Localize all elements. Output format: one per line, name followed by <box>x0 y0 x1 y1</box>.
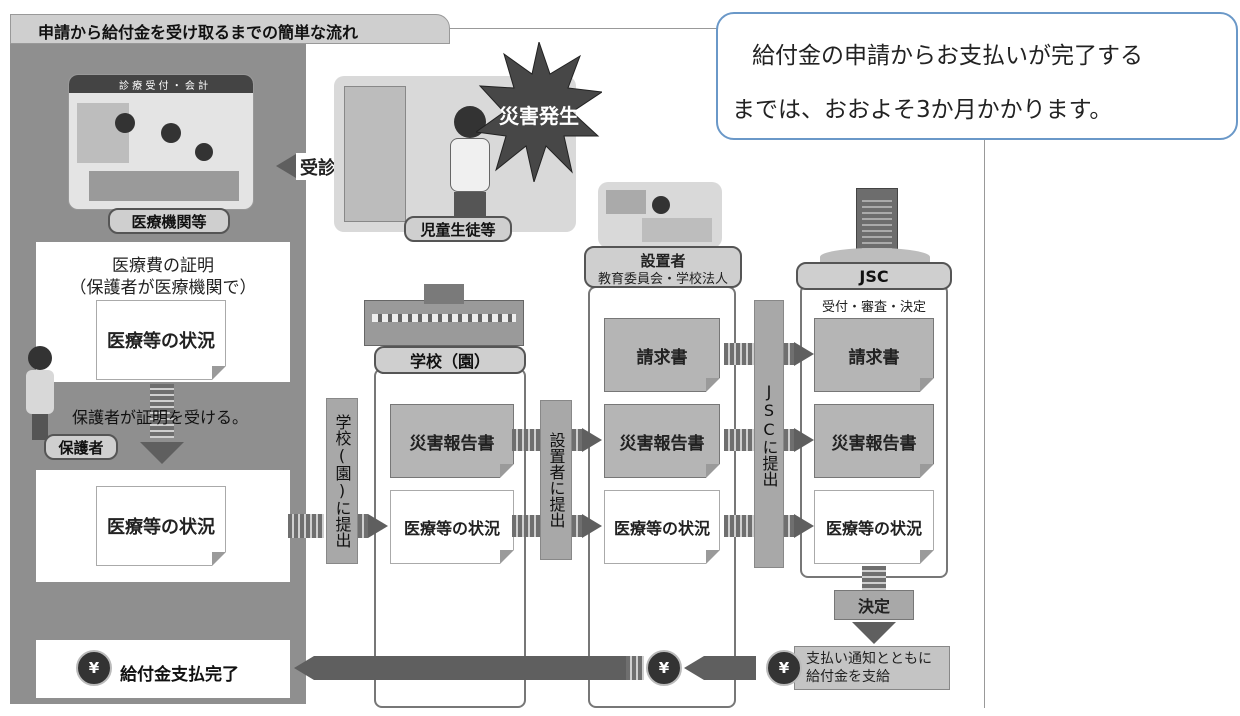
submit-to-school-label: 学校(園)に提出 <box>326 398 358 564</box>
guardian-down-arrow <box>140 442 184 464</box>
school-label: 学校（園） <box>374 346 526 374</box>
medical-status-doc-left: 医療等の状況 <box>96 486 226 566</box>
payment-stripes <box>626 656 644 680</box>
founder-office-illustration <box>598 182 722 248</box>
payment-arrow-body-left <box>314 656 626 680</box>
decision-down-arrow <box>852 622 896 644</box>
jsc-claim-doc: 請求書 <box>814 318 934 392</box>
school-building-illustration <box>344 284 544 346</box>
jsc-arrow-stripes-2 <box>784 429 794 451</box>
guardian-illustration <box>22 346 58 442</box>
founder-sublabel: 教育委員会・学校法人 <box>597 272 728 287</box>
jsc-label: JSC <box>796 262 952 290</box>
founder-arrow-stripes-2 <box>572 515 582 537</box>
jsc-in-arrow-icon-1 <box>794 342 814 366</box>
medical-reception-illustration: 診 療 受 付 ・ 会 計 <box>68 74 254 210</box>
founder-to-jsc-stripes-1 <box>724 343 754 365</box>
page-title: 申請から給付金を受け取るまでの簡単な流れ <box>38 23 359 42</box>
founder-to-jsc-stripes-3 <box>724 515 754 537</box>
school-to-founder-stripes-1 <box>512 429 540 451</box>
payment-arrow-body-right <box>704 656 756 680</box>
submit-to-jsc-label: JSCに提出 <box>754 300 784 568</box>
transfer-money-bag-icon: ¥ <box>646 650 682 686</box>
submit-to-founder-label: 設置者に提出 <box>540 400 572 560</box>
right-divider <box>984 28 985 708</box>
jsc-arrow-stripes-1 <box>784 343 794 365</box>
jsc-arrow-stripes-3 <box>784 515 794 537</box>
visit-label: 受診 <box>296 153 340 180</box>
founder-in-arrow-icon-2 <box>582 514 602 538</box>
payment-notice-box <box>794 646 950 690</box>
proof-subtitle: （保護者が医療機関で） <box>69 278 257 298</box>
founder-header <box>584 246 742 288</box>
founder-arrow-stripes-1 <box>572 429 582 451</box>
founder-label: 設置者 <box>640 252 686 270</box>
school-medical-status-doc: 医療等の状況 <box>390 490 514 564</box>
jsc-building-illustration <box>820 188 930 266</box>
payment-notice-line-2: 給付金を支給 <box>806 669 890 685</box>
school-to-founder-stripes-2 <box>512 515 540 537</box>
founder-medical-status-doc: 医療等の状況 <box>604 490 720 564</box>
header-tab <box>10 14 450 44</box>
payment-complete-label: 給付金支払完了 <box>120 665 239 685</box>
payment-arrow-head-right <box>684 656 704 680</box>
jsc-medical-status-doc: 医療等の状況 <box>814 490 934 564</box>
jsc-sublabel: 受付・審査・決定 <box>821 300 926 315</box>
student-label: 児童生徒等 <box>404 216 512 242</box>
note-line-1: 給付金の申請からお支払いが完了する <box>752 43 1143 69</box>
note-box: 給付金の申請からお支払いが完了する までは、おおよそ3か月かかります。 <box>716 12 1238 140</box>
jsc-money-bag-icon: ¥ <box>766 650 802 686</box>
guardian-flow-stripes <box>150 384 174 438</box>
school-disaster-report-doc: 災害報告書 <box>390 404 514 478</box>
founder-claim-doc: 請求書 <box>604 318 720 392</box>
left-to-school-stripes <box>288 514 324 538</box>
jsc-disaster-report-doc: 災害報告書 <box>814 404 934 478</box>
disaster-burst-icon <box>476 42 602 182</box>
founder-disaster-report-doc: 災害報告書 <box>604 404 720 478</box>
reception-sign: 診 療 受 付 ・ 会 計 <box>119 81 209 92</box>
disaster-label: 災害発生 <box>499 104 579 128</box>
guardian-caption: 保護者が証明を受ける。 <box>72 408 249 427</box>
founder-in-arrow-icon-1 <box>582 428 602 452</box>
proof-title: 医療費の証明 <box>112 256 214 276</box>
jsc-in-arrow-icon-3 <box>794 514 814 538</box>
decision-stripes <box>862 566 886 590</box>
payment-notice-line-1: 支払い通知とともに <box>806 651 932 667</box>
jsc-in-arrow-icon-2 <box>794 428 814 452</box>
medical-institution-label: 医療機関等 <box>108 208 230 234</box>
visit-arrow-icon <box>276 154 296 178</box>
founder-to-jsc-stripes-2 <box>724 429 754 451</box>
decision-label: 決定 <box>834 590 914 620</box>
guardian-label: 保護者 <box>44 434 118 460</box>
medical-status-doc-proof: 医療等の状況 <box>96 300 226 380</box>
payment-arrow-head-left <box>294 656 314 680</box>
money-bag-icon: ¥ <box>76 650 112 686</box>
note-line-2: までは、おおよそ3か月かかります。 <box>732 97 1113 123</box>
school-in-arrow-icon <box>368 514 388 538</box>
school-arrow-stripes <box>358 514 368 538</box>
